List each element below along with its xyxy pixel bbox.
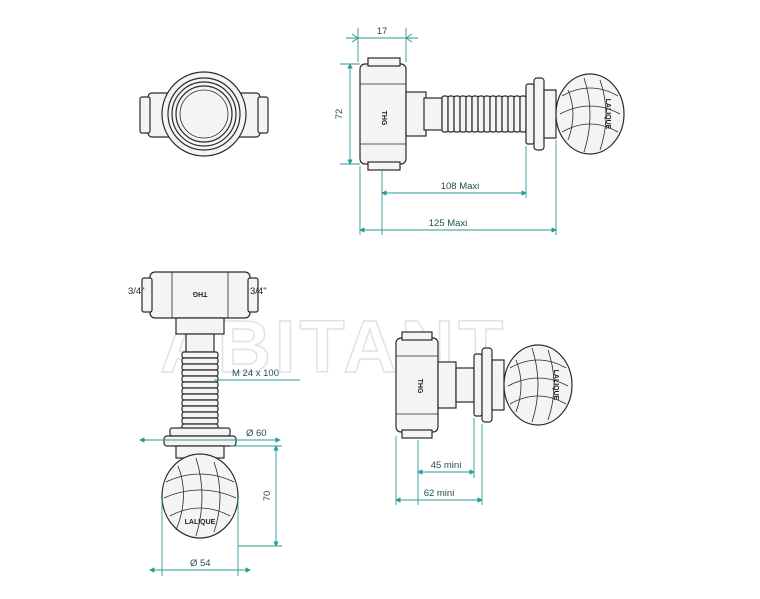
rod-rib [483,95,491,133]
rod-rib [181,399,219,407]
rod-rib [453,95,461,133]
dim-62-label: 62 mini [424,488,455,499]
dim-72-label: 72 [334,109,345,120]
front-view-dimensions: 3/4" 3/4" M 24 x 100 Ø 60 70 Ø 54 [128,286,300,576]
knob-height-label: 70 [262,491,273,502]
body-logo-short: THG [416,379,423,394]
side-view: THG LALIQUE [359,57,625,171]
rod-rib [181,351,219,359]
thread-right-label: 3/4" [250,286,267,297]
rod-rib [181,387,219,395]
knob-logo-short: LALIQUE [552,370,559,401]
knob-logo-front: LALIQUE [185,519,216,526]
rod-rib [489,95,497,133]
rod-rib [181,375,219,383]
rod-rib [441,95,449,133]
dim-108-label: 108 Maxi [441,181,480,192]
rod-rib [465,95,473,133]
rod-rib [181,405,219,413]
body-logo-front: THG [192,290,207,297]
rod-rib [501,95,509,133]
thread-left-label: 3/4" [128,286,145,297]
rod-rib [181,411,219,419]
dim-45-label: 45 mini [431,460,462,471]
rod-rib [181,357,219,365]
body-logo-side: THG [380,111,387,126]
side-view-dimensions: 17 72 108 Maxi 125 Maxi [334,26,557,235]
front-view: THG LALIQUE [141,271,259,539]
short-side-view: THG LALIQUE [395,331,573,439]
rod-rib [459,95,467,133]
rod-rib [495,95,503,133]
end-view [139,71,269,157]
rod-rib [477,95,485,133]
rod-rib [471,95,479,133]
knob-diameter-label: Ø 54 [190,558,211,569]
rod-rib [447,95,455,133]
rod-rib [181,363,219,371]
rod-rib [181,381,219,389]
rod-rib [513,95,521,133]
rod-rib [519,95,527,133]
rod-rib [181,417,219,425]
short-side-view-dimensions: 45 mini 62 mini [395,418,483,505]
dim-125-label: 125 Maxi [429,218,468,229]
rod-rib [181,393,219,401]
flange-diameter-label: Ø 60 [246,428,267,439]
rod-rib [507,95,515,133]
rod-rib [181,369,219,377]
knob-logo-side: LALIQUE [604,99,611,130]
rod-thread-label: M 24 x 100 [232,368,279,379]
dim-17-label: 17 [377,26,388,37]
